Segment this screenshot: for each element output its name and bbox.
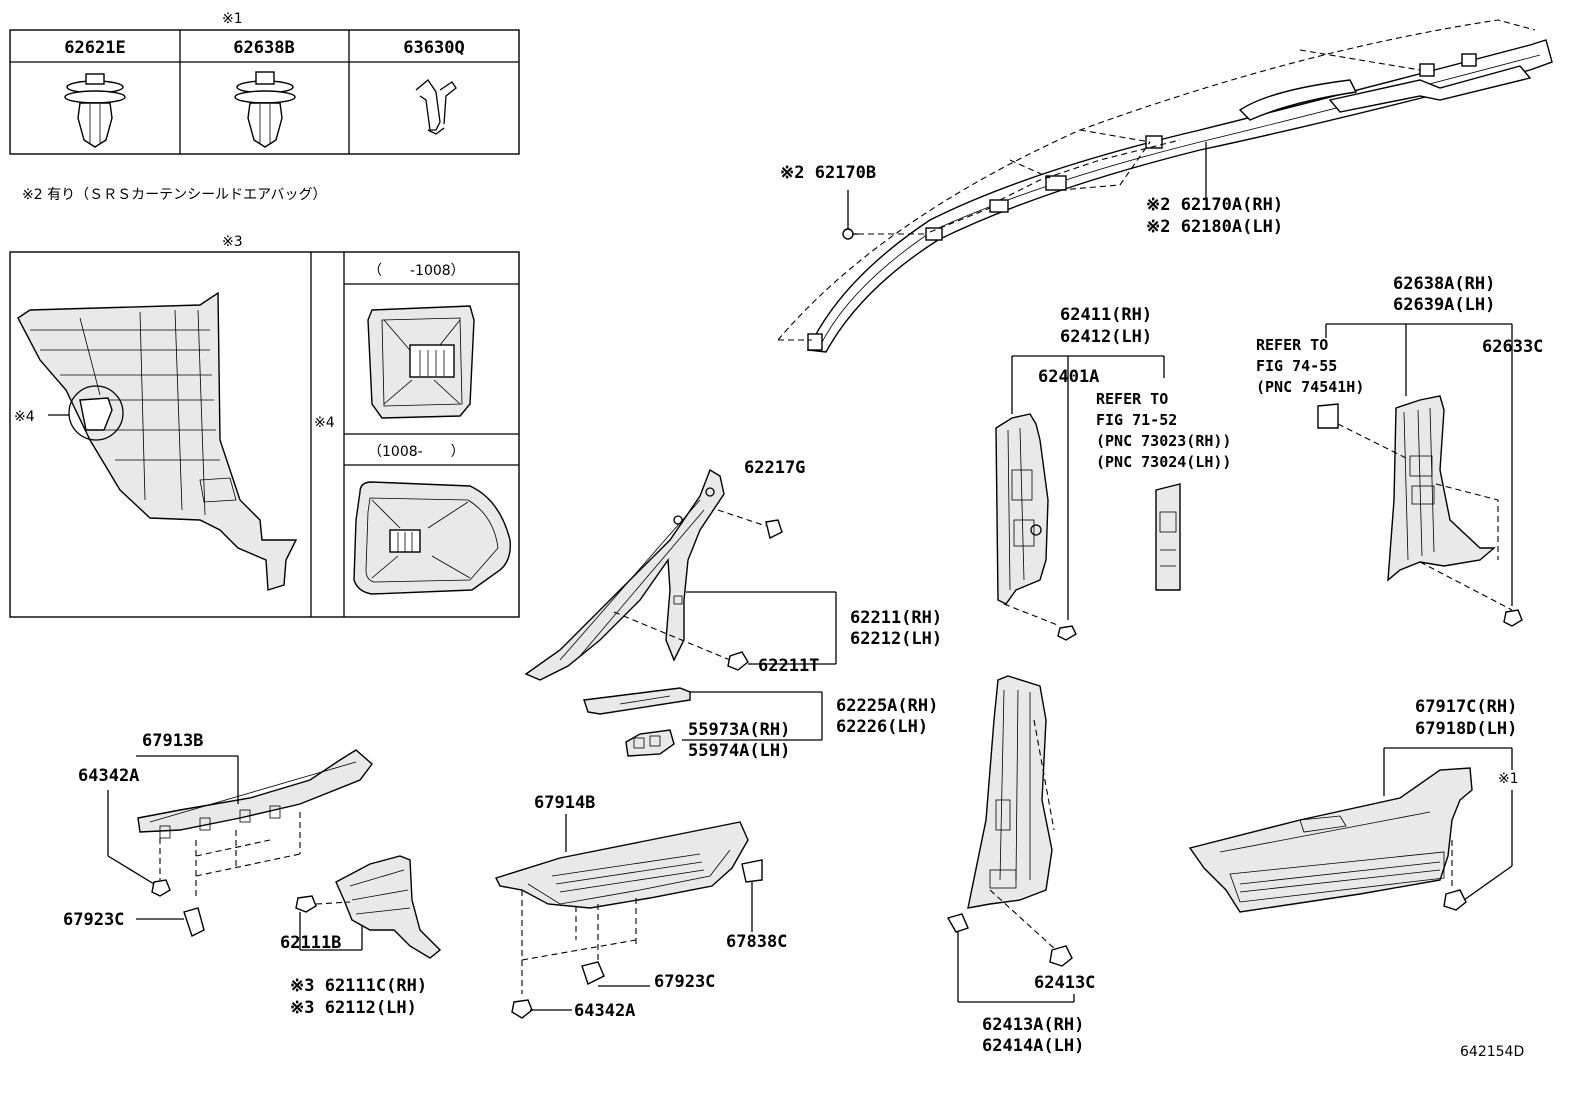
label-67923C-left: 67923C: [63, 910, 124, 930]
garnish-62225A-drawing: [583, 687, 823, 757]
label-67917C: 67917C(RH): [1415, 697, 1517, 717]
clip-header-3: 63630Q: [403, 38, 464, 58]
refer-74-line2: FIG 74-55: [1256, 357, 1337, 375]
label-62413C: 62413C: [1034, 973, 1095, 993]
detail-mark-4-mid: ※4: [314, 415, 335, 431]
detail-clip-bottom-drawing: [353, 481, 511, 595]
refer-71-line3: (PNC 73023(RH)): [1096, 432, 1231, 450]
label-55974A: 55974A(LH): [688, 741, 790, 761]
label-64342A-mid: 64342A: [574, 1001, 635, 1021]
detail-mark-4-left: ※4: [14, 409, 35, 425]
clip-table: ※1 62621E 62638B 63630Q: [9, 11, 520, 155]
detail-mark-3: ※3: [222, 234, 243, 250]
refer-71-line4: (PNC 73024(LH)): [1096, 453, 1231, 471]
label-62226: 62226(LH): [836, 717, 928, 737]
label-62225A: 62225A(RH): [836, 696, 938, 716]
label-62401A: 62401A: [1038, 367, 1099, 387]
label-62412: 62412(LH): [1060, 327, 1152, 347]
quarter-pillar-drawing: [1317, 323, 1523, 627]
center-pillar-lower-drawing: [946, 675, 1075, 1003]
label-62170A: ※2 62170A(RH): [1146, 195, 1283, 215]
clip-62638B-drawing: [234, 71, 296, 148]
detail-panel: ※3 （ -1008） （1008- ） ※4 ※4: [9, 234, 520, 618]
label-67918D: 67918D(LH): [1415, 719, 1517, 739]
refer-71-line1: REFER TO: [1096, 390, 1168, 408]
catalog-id: 642154D: [1460, 1044, 1524, 1060]
scuff-plate-67913B-drawing: [107, 749, 373, 937]
detail-trim-panel-drawing: [17, 291, 298, 591]
label-62111B: 62111B: [280, 933, 341, 953]
label-62633C: 62633C: [1482, 337, 1543, 357]
label-62212: 62212(LH): [850, 629, 942, 649]
refer-71-line2: FIG 71-52: [1096, 411, 1177, 429]
clip-header-2: 62638B: [233, 38, 294, 58]
scuff-plate-67917C-drawing: [1188, 747, 1513, 913]
label-62112: ※3 62112(LH): [290, 998, 417, 1018]
mark-1-right: ※1: [1498, 771, 1519, 787]
refer-74-line3: (PNC 74541H): [1256, 378, 1364, 396]
cowl-trim-62111-drawing: [295, 855, 442, 959]
label-55973A: 55973A(RH): [688, 720, 790, 740]
label-62180A: ※2 62180A(LH): [1146, 217, 1283, 237]
label-62413A: 62413A(RH): [982, 1015, 1084, 1035]
clip-62621E-drawing: [64, 73, 126, 148]
label-62211: 62211(RH): [850, 608, 942, 628]
label-62170B: ※2 62170B: [780, 163, 876, 183]
front-pillar-drawing: [524, 468, 837, 681]
label-67914B: 67914B: [534, 793, 595, 813]
label-62217G: 62217G: [744, 458, 805, 478]
label-62638A: 62638A(RH): [1393, 274, 1495, 294]
label-67838C: 67838C: [726, 932, 787, 952]
pillar-cover-73023-drawing: [1155, 483, 1181, 591]
detail-clip-top-drawing: [367, 305, 475, 419]
curtain-airbag-drawing: [777, 19, 1553, 353]
clip-table-mark: ※1: [222, 11, 243, 27]
label-62639A: 62639A(LH): [1393, 295, 1495, 315]
label-62111C: ※3 62111C(RH): [290, 976, 427, 996]
scuff-plate-67914B-drawing: [495, 814, 763, 1019]
label-64342A-left: 64342A: [78, 766, 139, 786]
label-62411: 62411(RH): [1060, 305, 1152, 325]
clip-63630Q-drawing: [415, 79, 457, 135]
refer-74-line1: REFER TO: [1256, 336, 1328, 354]
label-67913B: 67913B: [142, 731, 203, 751]
center-pillar-upper-drawing: [995, 355, 1165, 641]
label-62414A: 62414A(LH): [982, 1036, 1084, 1056]
label-67923C-mid: 67923C: [654, 972, 715, 992]
note-srs-airbag: ※2 有り（ＳＲＳカーテンシールドエアバッグ）: [22, 187, 327, 203]
clip-header-1: 62621E: [64, 38, 125, 58]
label-62211T: 62211T: [758, 656, 819, 676]
range-before-1008: （ -1008）: [368, 263, 465, 279]
range-after-1008: （1008- ）: [368, 444, 465, 460]
